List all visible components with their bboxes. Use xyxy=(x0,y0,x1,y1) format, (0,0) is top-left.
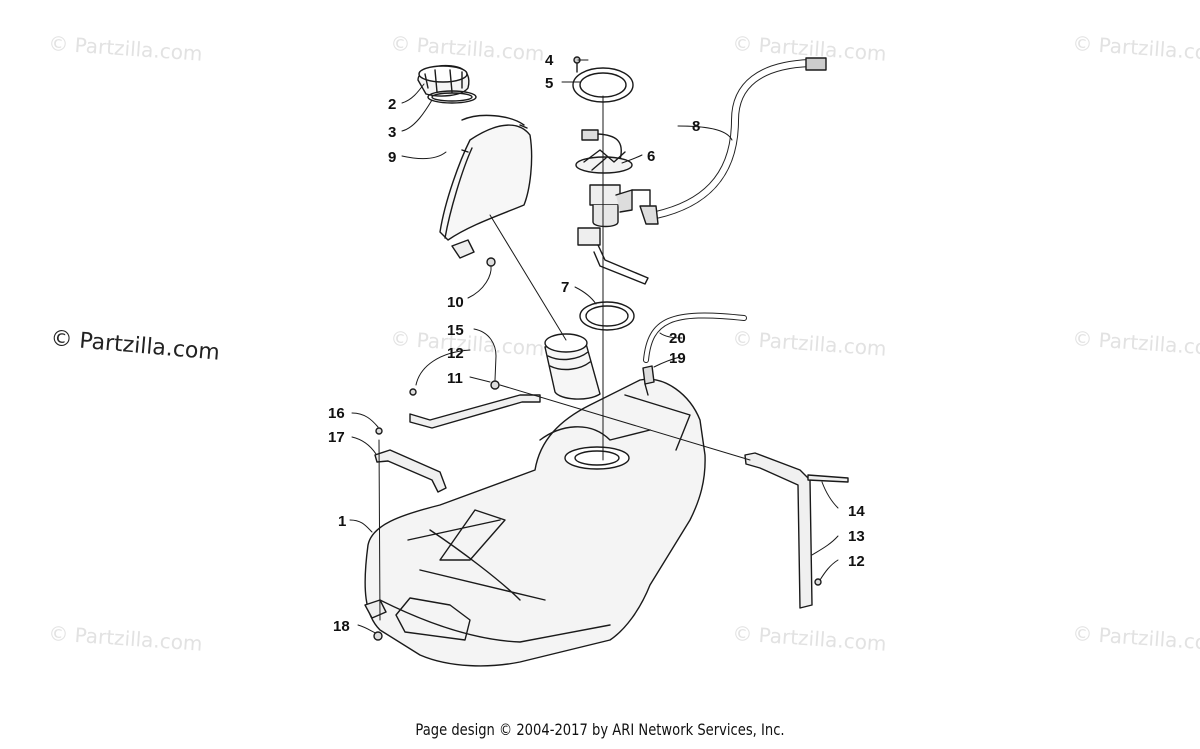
vent-fitting xyxy=(642,365,655,396)
callout-5: 5 xyxy=(545,75,553,92)
fuel-cap xyxy=(417,64,470,97)
watermark: © Partzilla.com xyxy=(1072,621,1200,656)
screw xyxy=(573,56,581,73)
rear-bracket xyxy=(744,452,849,609)
callout-18: 18 xyxy=(333,618,350,635)
watermark: © Partzilla.com xyxy=(1072,31,1200,66)
callout-9: 9 xyxy=(388,149,396,166)
cap-gasket xyxy=(427,90,477,104)
leader-lines xyxy=(349,59,839,634)
callout-13: 13 xyxy=(848,528,865,545)
watermark: © Partzilla.com xyxy=(1072,326,1200,361)
watermark-main: © Partzilla.com xyxy=(49,326,220,366)
footer-copyright: Page design © 2004-2017 by ARI Network S… xyxy=(415,720,785,739)
fuel-hose xyxy=(639,57,827,225)
callout-11: 11 xyxy=(447,370,463,387)
rubber-pad xyxy=(364,599,387,641)
front-bracket xyxy=(374,427,447,493)
vent-hose xyxy=(643,312,747,363)
watermark: © Partzilla.com xyxy=(390,31,546,66)
callout-6: 6 xyxy=(647,148,655,165)
watermark: © Partzilla.com xyxy=(732,326,888,361)
callout-1: 1 xyxy=(338,513,346,530)
callout-12-upper: 12 xyxy=(447,345,464,362)
callout-20: 20 xyxy=(669,330,686,347)
callout-12-lower: 12 xyxy=(848,553,865,570)
upper-bracket xyxy=(409,380,541,429)
watermark: © Partzilla.com xyxy=(732,621,888,656)
callout-8: 8 xyxy=(692,118,700,135)
callout-19: 19 xyxy=(669,350,686,367)
callout-7: 7 xyxy=(561,279,569,296)
callout-10: 10 xyxy=(447,294,464,311)
callout-labels: 2 3 9 4 5 6 8 7 10 15 12 11 16 17 1 18 2… xyxy=(328,52,865,635)
callout-2: 2 xyxy=(388,96,396,113)
filler-neck xyxy=(544,333,601,400)
alignment-lines xyxy=(378,95,751,621)
callout-14: 14 xyxy=(848,503,865,520)
splash-shield xyxy=(439,114,533,241)
callout-4: 4 xyxy=(545,52,554,69)
watermark: © Partzilla.com xyxy=(390,326,546,361)
clip xyxy=(451,239,496,267)
callout-17: 17 xyxy=(328,429,345,446)
pump-gasket xyxy=(579,301,635,331)
fuel-tank xyxy=(364,378,706,667)
watermark: © Partzilla.com xyxy=(48,621,204,656)
watermark: © Partzilla.com xyxy=(48,31,204,66)
callout-16: 16 xyxy=(328,405,345,422)
callout-3: 3 xyxy=(388,124,396,141)
callout-15: 15 xyxy=(447,322,464,339)
fuel-pump xyxy=(575,129,651,285)
